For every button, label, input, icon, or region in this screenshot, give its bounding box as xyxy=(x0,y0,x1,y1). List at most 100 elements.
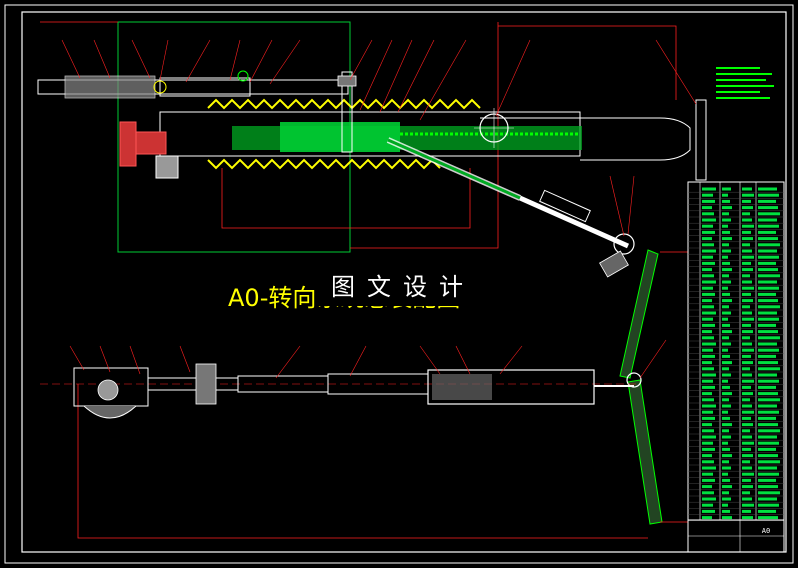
parts-row-text xyxy=(702,373,716,377)
parts-row-text xyxy=(742,385,751,389)
parts-row-text xyxy=(742,441,754,445)
parts-row-text xyxy=(702,441,713,445)
parts-row-text xyxy=(722,323,730,327)
parts-row-text xyxy=(742,423,753,427)
parts-row-text xyxy=(722,466,731,470)
universal-joint xyxy=(613,233,635,255)
flange-body xyxy=(135,131,167,155)
parts-row-text xyxy=(758,212,780,216)
parts-row-text xyxy=(722,268,732,272)
parts-row-text xyxy=(722,299,732,303)
parts-row-text xyxy=(742,460,750,464)
parts-row-text xyxy=(702,404,716,408)
parts-row-text xyxy=(758,385,776,389)
parts-row-text xyxy=(702,336,714,340)
parts-row-text xyxy=(758,429,780,433)
parts-row-text xyxy=(742,472,754,476)
parts-row-text xyxy=(702,392,712,396)
parts-row-text xyxy=(702,460,714,464)
parts-row-text xyxy=(702,385,715,389)
parts-row-text xyxy=(702,423,712,427)
parts-row-text xyxy=(722,447,730,451)
parts-row-text xyxy=(742,398,750,402)
parts-row-text xyxy=(742,187,752,191)
parts-row-text xyxy=(758,218,777,222)
bellows-bottom xyxy=(207,158,441,170)
parts-row-text xyxy=(742,274,750,278)
parts-row-text xyxy=(742,230,751,234)
parts-row-text xyxy=(702,416,715,420)
sheet-code: A0 xyxy=(762,527,770,535)
parts-row-text xyxy=(722,255,728,259)
joint-yoke xyxy=(599,250,629,278)
parts-row-text xyxy=(758,274,780,278)
parts-list: A0 xyxy=(687,181,785,553)
parts-row-text xyxy=(722,243,729,247)
parts-row-text xyxy=(702,367,714,371)
parts-row-text xyxy=(758,466,777,470)
parts-row-text xyxy=(758,447,776,451)
parts-row-text xyxy=(722,187,731,191)
dimension-frame-mid xyxy=(221,168,471,229)
parts-row-text xyxy=(758,373,777,377)
parts-row-text xyxy=(758,454,778,458)
bellows-top xyxy=(207,98,481,110)
parts-row-text xyxy=(758,299,778,303)
parts-row-text xyxy=(702,485,712,489)
parts-row-text xyxy=(742,373,752,377)
vertical-shaft xyxy=(341,71,353,153)
parts-row-text xyxy=(742,268,753,272)
parts-row-text xyxy=(722,317,728,321)
parts-row-text xyxy=(758,317,779,321)
parts-row-text xyxy=(758,230,776,234)
parts-row-text xyxy=(742,249,752,253)
tie-rod-sleeve xyxy=(159,77,251,97)
parts-row-text xyxy=(702,292,715,296)
parts-row-text xyxy=(758,404,777,408)
parts-row-text xyxy=(722,280,731,284)
wheel-dimension xyxy=(660,251,689,523)
parts-row-text xyxy=(722,392,732,396)
parts-row-text xyxy=(742,317,754,321)
parts-row-text xyxy=(758,379,779,383)
parts-row-text xyxy=(742,224,754,228)
parts-row-text xyxy=(722,206,732,210)
parts-row-text xyxy=(742,212,750,216)
wheel-rim-lower xyxy=(627,379,663,525)
parts-row-text xyxy=(742,497,752,501)
parts-row-text xyxy=(758,255,779,259)
parts-row-text xyxy=(742,392,753,396)
parts-row-text xyxy=(758,286,779,290)
parts-row-text xyxy=(702,261,715,265)
parts-row-text xyxy=(722,485,732,489)
parts-row-text xyxy=(702,255,713,259)
parts-row-text xyxy=(758,354,776,358)
watermark: 图文设计 xyxy=(318,262,488,306)
parts-row-text xyxy=(758,416,776,420)
parts-row-text xyxy=(702,311,716,315)
parts-row-text xyxy=(758,280,777,284)
parts-row-text xyxy=(702,342,716,346)
parts-row-text xyxy=(722,472,728,476)
parts-row-text xyxy=(722,478,730,482)
parts-row-text xyxy=(758,261,776,265)
parts-row-text xyxy=(722,212,729,216)
parts-row-text xyxy=(702,199,715,203)
parts-row-text xyxy=(702,398,714,402)
parts-row-text xyxy=(742,478,751,482)
parts-row-text xyxy=(702,454,712,458)
parts-row-text xyxy=(758,206,778,210)
parts-row-text xyxy=(702,516,712,520)
parts-row-text xyxy=(702,447,715,451)
parts-row-text xyxy=(722,367,729,371)
parts-row-text xyxy=(722,193,728,197)
parts-row-text xyxy=(758,367,780,371)
parts-row-text xyxy=(742,491,750,495)
parts-list-rows xyxy=(688,187,784,521)
parts-row-text xyxy=(742,292,751,296)
parts-row-text xyxy=(702,280,716,284)
parts-row-text xyxy=(722,286,728,290)
shaft-spline xyxy=(539,189,591,223)
parts-row-text xyxy=(722,441,728,445)
parts-row-text xyxy=(722,348,728,352)
